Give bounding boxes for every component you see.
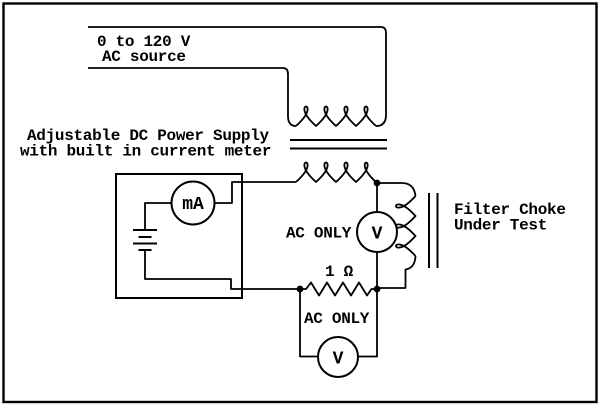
power-supply-box: [115, 173, 243, 299]
filter-choke-coil-icon: [395, 195, 417, 257]
ammeter-icon: [170, 180, 216, 226]
choke-top-lead-wire: [377, 182, 417, 197]
choke-voltmeter-note: AC ONLY: [286, 225, 352, 243]
ac-source-top-wire: [88, 26, 387, 127]
supply-positive-wire: [214, 181, 296, 204]
ammeter-label: mA: [182, 195, 204, 215]
shunt-resistor-value-label: 1 Ω: [325, 263, 354, 281]
choke-voltmeter-label: V: [372, 225, 383, 245]
choke-bottom-lead-wire: [377, 255, 417, 289]
shunt-resistor-icon: [300, 281, 377, 297]
battery-icon: [133, 202, 300, 290]
transformer-primary-coil-icon: [295, 105, 377, 127]
ac-source-label-line2: AC source: [102, 48, 186, 66]
choke-voltmeter-icon: [356, 211, 398, 253]
ac-source-label-line1: 0 to 120 V: [97, 33, 191, 51]
filter-choke-caption-line1: Filter Choke: [454, 201, 566, 219]
power-supply-caption-line2: with built in current meter: [20, 143, 271, 161]
transformer-secondary-coil-icon: [295, 161, 378, 184]
ac-source-bottom-wire: [88, 67, 297, 127]
junction-dot: [373, 285, 381, 293]
shunt-voltmeter-left-wire: [299, 289, 319, 358]
shunt-voltmeter-label: V: [333, 350, 344, 370]
shunt-voltmeter-right-wire: [357, 289, 378, 358]
power-supply-caption-line1: Adjustable DC Power Supply: [27, 127, 270, 145]
shunt-voltmeter-note: AC ONLY: [304, 310, 370, 328]
junction-dot: [296, 285, 304, 293]
filter-choke-caption-line2: Under Test: [454, 217, 547, 235]
shunt-voltmeter-icon: [317, 336, 359, 378]
junction-dot: [373, 179, 381, 187]
